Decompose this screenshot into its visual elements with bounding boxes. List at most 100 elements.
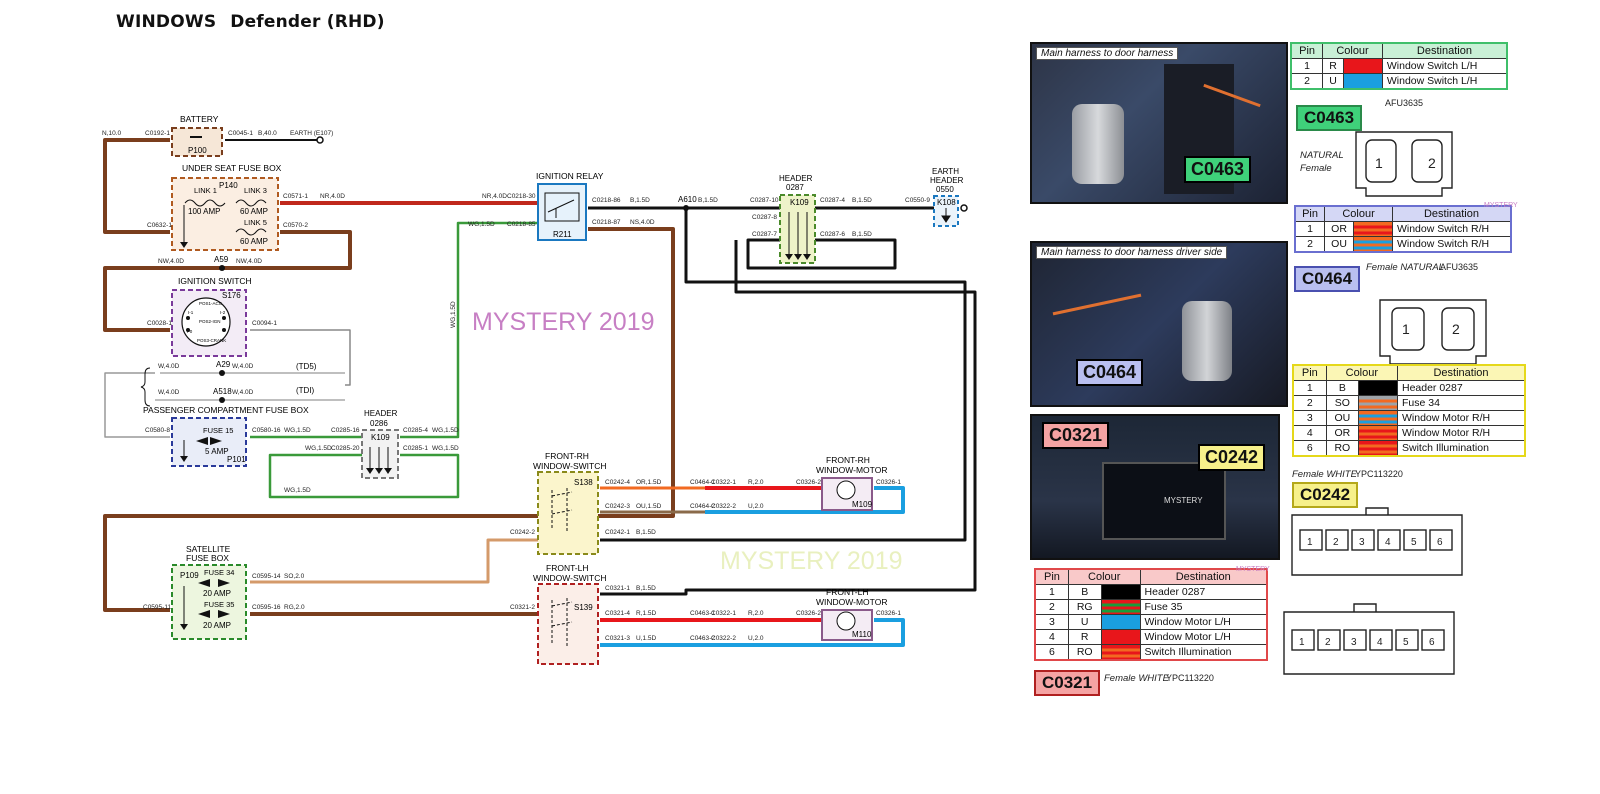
pin-cell: 1 — [1290, 58, 1324, 74]
colour-cell: OR — [1325, 425, 1359, 441]
ign-pos2: POS2-IGN — [199, 319, 221, 324]
link3-rating: 60 AMP — [240, 207, 268, 216]
photo-tag-c0242: C0242 — [1198, 444, 1266, 471]
link1-fuse — [184, 199, 226, 207]
ign-contact-c — [186, 328, 190, 332]
colour-cell: OU — [1325, 410, 1359, 426]
link5-fuse — [235, 228, 267, 236]
lbl-c0463-1: C0463-1 — [690, 610, 715, 617]
lbl-c0321-1: C0321-1 — [605, 585, 630, 592]
header-0287-id: K109 — [790, 198, 809, 207]
m110-label: M110 — [852, 630, 872, 639]
lbl-or15: OR,1.5D — [636, 479, 662, 486]
photo-c0463-tag: C0463 — [1184, 156, 1252, 183]
destination-cell: Window Switch R/H — [1391, 236, 1512, 253]
lbl-c0321-4: C0321-4 — [605, 610, 630, 617]
destination-cell: Window Switch R/H — [1391, 221, 1512, 237]
destination-cell: Header 0287 — [1396, 380, 1526, 396]
watermark-1: MYSTERY 2019 — [472, 308, 655, 336]
splice-a610 — [683, 205, 689, 211]
fuse34-symbol — [198, 579, 230, 587]
swatch-cell — [1357, 425, 1398, 441]
header-0287-arrows — [788, 212, 808, 258]
fuse15-symbol — [196, 437, 222, 445]
pin-cell: 2 — [1034, 599, 1069, 615]
earth-header-label1: EARTH — [932, 167, 959, 176]
p101-label: P101 — [227, 455, 246, 464]
lbl-c0287-6: C0287-6 — [820, 231, 845, 238]
header-0286-arrowheads — [366, 468, 392, 474]
earth-header-num: 0550 — [936, 185, 954, 194]
window-motor-image — [1182, 301, 1232, 381]
photo-c0464-tag: C0464 — [1076, 359, 1144, 386]
lbl-so20: SO,2.0 — [284, 573, 305, 580]
th-colour: Colour — [1325, 364, 1398, 381]
th-destination: Destination — [1381, 42, 1508, 59]
lbl-c0326-1b: C0326-1 — [876, 610, 901, 617]
usfb-arrow-head — [180, 242, 188, 248]
sfb-arrow-head — [180, 624, 188, 630]
c0242-desc: Female WHITE — [1292, 469, 1357, 480]
lbl-u20b: U,2.0 — [748, 635, 764, 642]
lbl-nr40b: NR,4.0D — [482, 193, 507, 200]
battery-label: BATTERY — [180, 114, 219, 124]
photo-c0463-caption: Main harness to door harness — [1036, 47, 1179, 60]
c0321-pin-5: 5 — [1403, 637, 1409, 648]
th-pin: Pin — [1290, 42, 1324, 59]
c0321-pin-3: 3 — [1351, 637, 1357, 648]
pin-cell: 4 — [1034, 629, 1069, 645]
ignition-switch-label: IGNITION SWITCH — [178, 276, 252, 286]
splice-a518-label: A518 — [213, 387, 232, 396]
link3-label: LINK 3 — [244, 186, 267, 195]
c0242-pin-1: 1 — [1307, 537, 1313, 548]
lbl-c0322-2b: C0322-2 — [711, 635, 736, 642]
colour-cell: RG — [1067, 599, 1102, 615]
lbl-rg20: RG,2.0 — [284, 604, 305, 611]
splices: A59 A29 A518 A610 (TD5) (TDI) — [140, 195, 697, 407]
splice-a59-label: A59 — [214, 255, 229, 264]
lbl-b40: B,40.0 — [258, 130, 277, 137]
swatch-cell — [1357, 380, 1398, 396]
lbl-c0322-1b: C0322-1 — [711, 610, 736, 617]
c0321-connector-tag: C0321 — [1034, 670, 1101, 696]
window-motor-image — [1072, 104, 1124, 184]
watermark-2: MYSTERY 2019 — [720, 547, 903, 575]
colour-cell: U — [1322, 73, 1344, 90]
swatch-cell — [1100, 599, 1141, 615]
wire-n-battery — [103, 138, 170, 234]
lbl-b15f: B,1.5D — [636, 585, 656, 592]
tdi-label: (TDI) — [296, 386, 315, 395]
lbl-c0285-4: C0285-4 — [403, 427, 428, 434]
lh-switch-symbol — [551, 598, 573, 648]
connector-drawings: 1 2 1 2 1 2 3 4 5 6 1 2 3 4 5 6 — [1283, 131, 1487, 675]
lbl-u20a: U,2.0 — [748, 503, 764, 510]
lbl-b15e: B,1.5D — [636, 529, 656, 536]
fuse35-rating: 20 AMP — [203, 621, 231, 630]
c0463-cavity-2 — [1411, 139, 1443, 183]
pin-cell: 3 — [1292, 410, 1327, 426]
destination-cell: Switch Illumination — [1396, 440, 1526, 457]
c0321-part: YPC113220 — [1166, 673, 1214, 683]
lbl-wg15f: WG,1.5D — [468, 221, 495, 228]
lbl-c0326-2a: C0326-2 — [796, 479, 821, 486]
lbl-c0094: C0094-1 — [252, 320, 277, 327]
colour-cell: OR — [1324, 221, 1354, 237]
lbl-c0285-16: C0285-16 — [331, 427, 360, 434]
colour-cell: OU — [1324, 236, 1354, 253]
c0464-pin-2: 2 — [1452, 321, 1460, 337]
lbl-c0580-16: C0580-16 — [252, 427, 281, 434]
c0321-desc: Female WHITE — [1104, 673, 1169, 684]
lbl-c0287-8: C0287-8 — [752, 214, 777, 221]
battery-earth-terminal — [316, 136, 324, 144]
c0321-pin-6: 6 — [1429, 637, 1435, 648]
lbl-w40a: W,4.0D — [158, 363, 180, 370]
lbl-b15d: B,1.5D — [852, 231, 872, 238]
lbl-nr40a: NR,4.0D — [320, 193, 345, 200]
swatch-cell — [1100, 629, 1141, 645]
lbl-c0242-1: C0242-1 — [605, 529, 630, 536]
front-rh-motor-box — [821, 477, 873, 511]
c0321-cavities — [1291, 629, 1445, 651]
